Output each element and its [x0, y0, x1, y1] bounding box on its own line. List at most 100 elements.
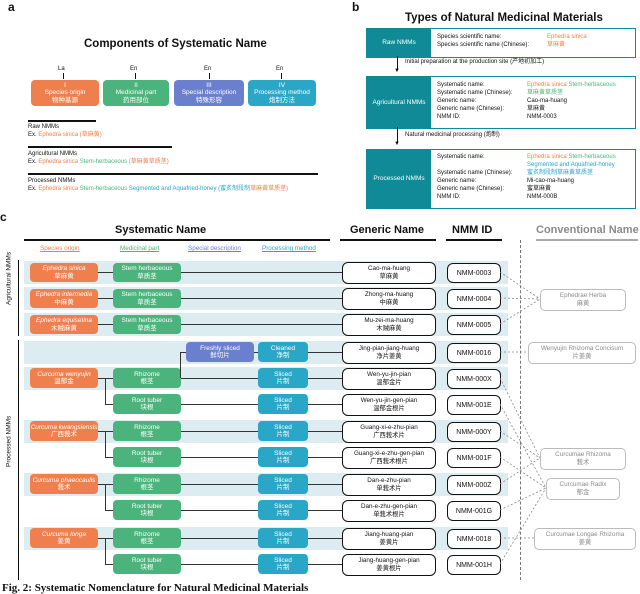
proc-val-1: Segmented and Aquafried-honey	[527, 162, 615, 168]
connector	[181, 431, 258, 432]
agri-val-1: 草麻黄草质茎	[527, 90, 564, 96]
connector	[105, 510, 113, 511]
component-num: II	[134, 81, 138, 89]
proc-bracket	[18, 340, 19, 580]
proc-key-3: Generic name:	[437, 178, 477, 184]
connector	[181, 298, 255, 299]
nmm-id-box: NMM-0018	[447, 529, 501, 549]
col-species-origin: Species origin	[40, 245, 80, 252]
nmm-id-box: NMM-0016	[447, 343, 501, 363]
agri-bracket	[18, 260, 19, 336]
arrow-2-label: Natural medicinal processing (炮制)	[405, 132, 500, 138]
proc-val-2: 蜜炙制段制草麻黄草质茎	[527, 170, 594, 176]
agri-example: Ex. Ephedra sinica Stem-herbaceous (草麻黄草…	[28, 159, 169, 165]
component-en: Processing method	[254, 89, 310, 97]
medicinal-part-box: II Medicinal part 药用部位	[103, 80, 169, 106]
connector	[181, 404, 258, 405]
raw-val-0: Ephedra sinica	[547, 34, 587, 40]
arrow-1-head: ▼	[394, 68, 400, 74]
arrow-1-line	[397, 56, 398, 70]
connector	[308, 431, 342, 432]
agri-nmm-badge: Agricultural NMMs	[367, 77, 431, 128]
nmm-id-box: NMM-0005	[447, 315, 501, 335]
connector	[181, 324, 255, 325]
systematic-name-title: Systematic Name	[115, 224, 207, 236]
component-en: Medicinal part	[115, 89, 157, 97]
agri-key-2: Generic name:	[437, 98, 477, 104]
component-num: I	[64, 81, 66, 89]
col-medicinal-part: Medicinal part	[120, 245, 160, 252]
component-zh: 物种基源	[52, 96, 78, 104]
panel-a-title: Components of Systematic Name	[84, 38, 267, 50]
connector	[181, 272, 255, 273]
nmm-id-box: NMM-001E	[447, 395, 501, 415]
component-zh: 特殊形容	[196, 96, 222, 104]
arrow-1-label: Initial preparation at the production si…	[405, 59, 545, 65]
special-description-box: III Special description 特殊形容	[174, 80, 244, 106]
conventional-mapping-lines	[499, 271, 546, 565]
component-abbr: La	[58, 66, 65, 72]
agri-title: Agricultural NMMs	[28, 151, 78, 157]
connector	[308, 510, 342, 511]
figure-caption: Fig. 2: Systematic Nomenclature for Natu…	[2, 582, 309, 594]
proc-key-5: NMM ID:	[437, 194, 461, 200]
panel-a-label: a	[8, 0, 15, 14]
systematic-underline	[24, 239, 330, 241]
nmm-id-box: NMM-0003	[447, 263, 501, 283]
connector	[181, 564, 258, 565]
component-num: IV	[278, 81, 286, 89]
proc-example: Ex. Ephedra sinica Stem-herbaceous Segme…	[28, 186, 289, 192]
component-abbr: En	[130, 66, 138, 72]
connector	[181, 457, 258, 458]
generic-name-title: Generic Name	[350, 224, 424, 236]
component-en: Special description	[181, 89, 237, 97]
connector	[308, 457, 342, 458]
component-zh: 炮制方法	[269, 96, 295, 104]
panel-b-title: Types of Natural Medicinal Materials	[405, 12, 603, 24]
connector	[181, 484, 258, 485]
connector	[98, 298, 113, 299]
agri-val-3: 草麻黄	[527, 106, 546, 112]
agri-key-1: Systematic name (Chinese):	[437, 90, 513, 96]
connector	[181, 510, 258, 511]
connector	[254, 352, 258, 353]
agri-val-2: Cao-ma-huang	[527, 98, 568, 104]
connector	[255, 324, 342, 325]
panel-b-label: b	[352, 0, 360, 14]
proc-val-4: 蜜草麻黄	[527, 186, 552, 192]
component-abbr: En	[204, 66, 212, 72]
nmm-id-box: NMM-0004	[447, 289, 501, 309]
connector	[255, 272, 342, 273]
agri-val-4: NMM-0003	[527, 114, 557, 120]
proc-title: Processed NMMs	[28, 178, 76, 184]
proc-bar	[28, 173, 318, 175]
